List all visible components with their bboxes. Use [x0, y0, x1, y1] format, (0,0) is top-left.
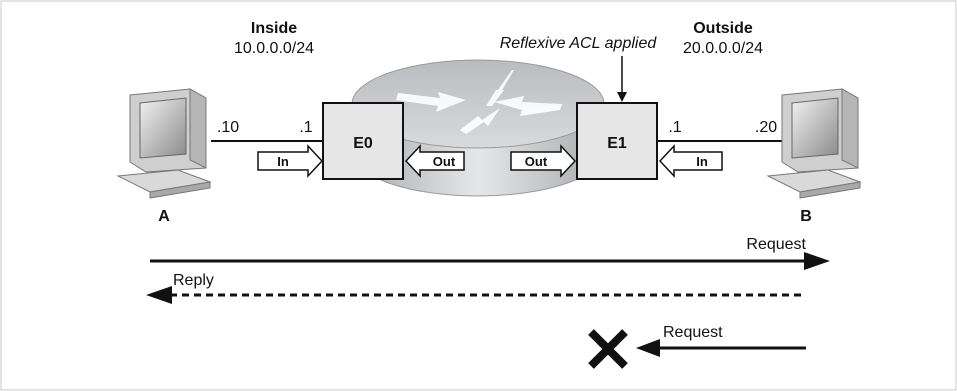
request-flow-label: Request [746, 236, 806, 253]
in-arrow-left-label: In [277, 154, 289, 169]
host-b-label: B [800, 208, 812, 225]
computer-b-icon [768, 89, 860, 198]
outside-subnet: 20.0.0.0/24 [683, 40, 763, 57]
reflexive-acl-annotation: Reflexive ACL applied [500, 35, 658, 52]
host-a-address: .10 [217, 119, 239, 136]
inside-title: Inside [251, 20, 297, 37]
interface-e1-label: E1 [607, 135, 627, 152]
reply-flow-label: Reply [173, 272, 214, 289]
e1-address: .1 [668, 119, 681, 136]
out-arrow-e1-label: Out [525, 154, 548, 169]
blocked-request-label: Request [663, 324, 723, 341]
computer-a-icon [118, 89, 210, 198]
inside-subnet: 10.0.0.0/24 [234, 40, 314, 57]
host-a-label: A [158, 208, 170, 225]
in-arrow-right-label: In [696, 154, 708, 169]
out-arrow-e0-label: Out [433, 154, 456, 169]
e0-address: .1 [299, 119, 312, 136]
outside-title: Outside [693, 20, 753, 37]
interface-e0-label: E0 [353, 135, 373, 152]
host-b-address: .20 [755, 119, 777, 136]
